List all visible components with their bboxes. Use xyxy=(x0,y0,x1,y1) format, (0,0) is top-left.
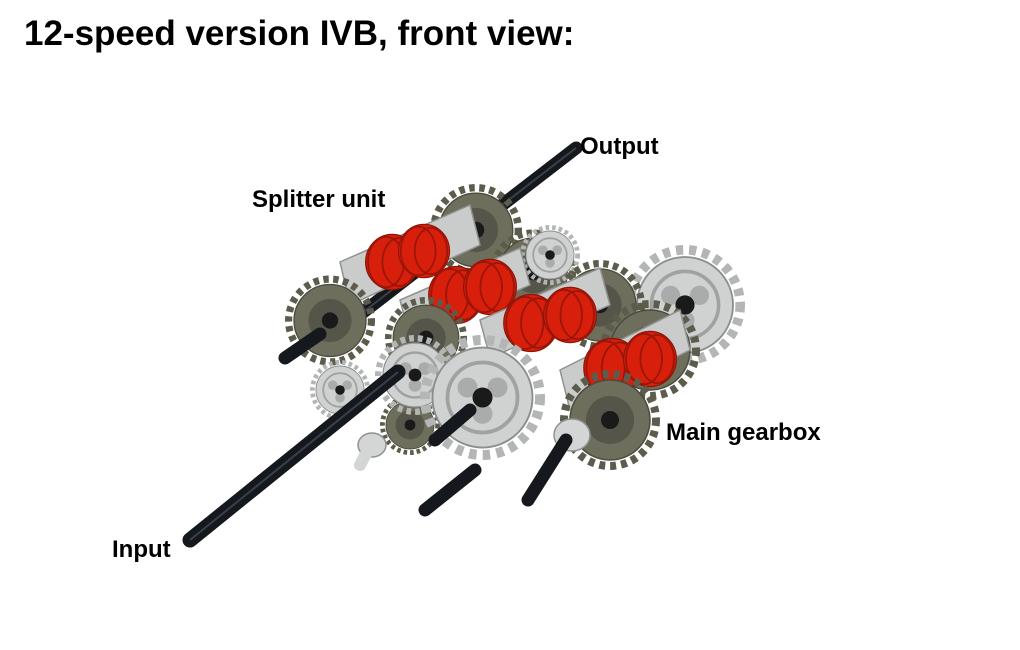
splitter-unit xyxy=(278,203,481,362)
output-label: Output xyxy=(580,133,659,160)
splitter-unit-label: Splitter unit xyxy=(252,186,386,213)
main-gearbox-label: Main gearbox xyxy=(666,419,821,446)
main-shaft-1 xyxy=(388,246,531,376)
page-title: 12-speed version IVB, front view: xyxy=(24,14,575,53)
input-axle xyxy=(182,364,406,548)
input-label: Input xyxy=(112,536,171,563)
main-shaft-2 xyxy=(479,266,611,360)
front-gears xyxy=(312,338,540,517)
main-shaft-3 xyxy=(521,308,691,507)
